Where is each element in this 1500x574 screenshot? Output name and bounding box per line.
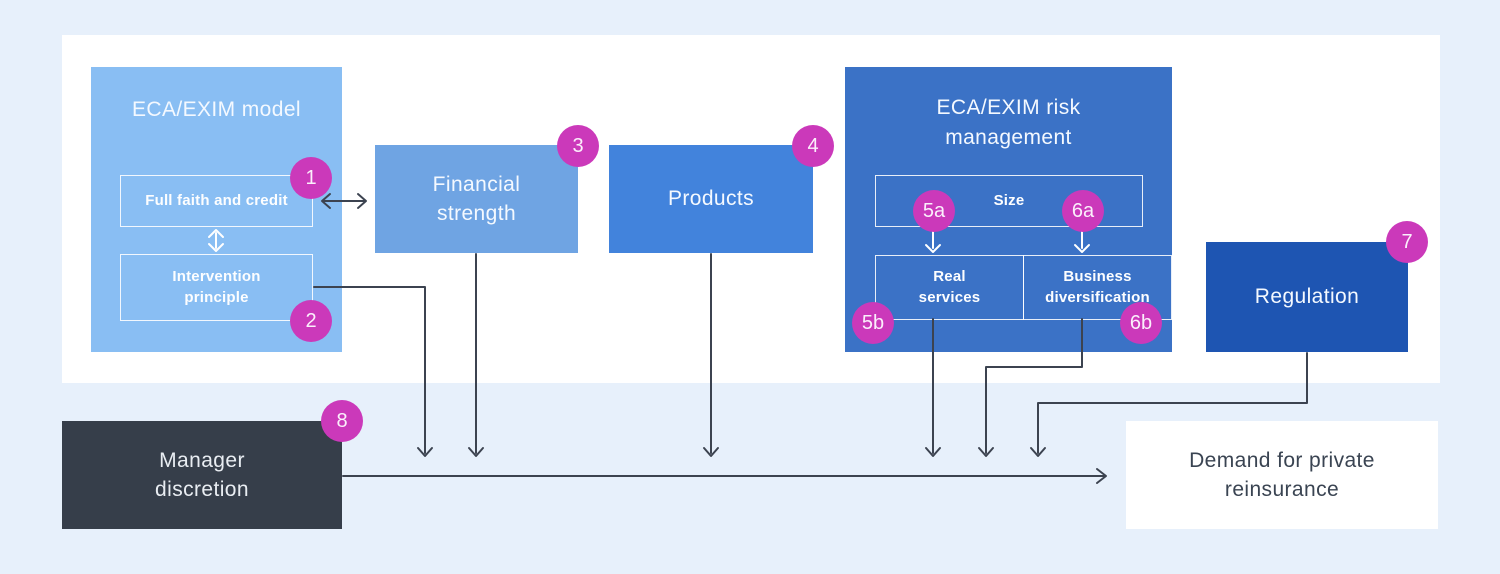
badge-8: 8: [321, 400, 363, 442]
arrow-real-services-down-head: [925, 447, 941, 457]
financial-strength-label: Financial strength: [432, 172, 521, 225]
arrow-products-down-head: [703, 447, 719, 457]
demand-private-reinsurance-label: Demand for private reinsurance: [1189, 448, 1375, 501]
badge-6b: 6b: [1120, 302, 1162, 344]
size-box: Size: [875, 175, 1143, 227]
full-faith-and-credit-box: Full faith and credit: [120, 175, 313, 227]
badge-3: 3: [557, 125, 599, 167]
arrow-manager-demand-head: [1096, 468, 1107, 484]
badge-5b: 5b: [852, 302, 894, 344]
arrow-business-div-down-head: [978, 447, 994, 457]
arrow-financial-down-head: [468, 447, 484, 457]
eca-exim-model-title: ECA/EXIM model: [132, 98, 301, 121]
badge-1: 1: [290, 157, 332, 199]
manager-discretion-label: Manager discretion: [155, 448, 249, 501]
real-services-box: Real services: [875, 255, 1024, 320]
badge-7: 7: [1386, 221, 1428, 263]
intervention-principle-box: Intervention principle: [120, 254, 313, 321]
real-services-label: Real services: [918, 268, 981, 306]
badge-5a: 5a: [913, 190, 955, 232]
regulation-label: Regulation: [1254, 285, 1360, 309]
business-diversification-box: Business diversification: [1023, 255, 1172, 320]
financial-strength-box: Financial strength: [375, 145, 578, 253]
regulation-box: Regulation: [1206, 242, 1408, 352]
demand-private-reinsurance-box: Demand for private reinsurance: [1126, 421, 1438, 529]
products-box: Products: [609, 145, 813, 253]
business-diversification-label: Business diversification: [1045, 268, 1150, 306]
badge-2: 2: [290, 300, 332, 342]
manager-discretion-box: Manager discretion: [62, 421, 342, 529]
badge-6a: 6a: [1062, 190, 1104, 232]
products-label: Products: [667, 187, 755, 211]
arrow-intervention-down-head: [417, 447, 433, 457]
size-label: Size: [993, 191, 1025, 209]
badge-4: 4: [792, 125, 834, 167]
arrow-regulation-down-head: [1030, 447, 1046, 457]
eca-exim-risk-management-box: ECA/EXIM risk management Size Real servi…: [845, 67, 1172, 352]
full-faith-and-credit-label: Full faith and credit: [145, 191, 288, 209]
eca-exim-risk-management-title: ECA/EXIM risk management: [936, 96, 1081, 150]
intervention-principle-label: Intervention principle: [172, 268, 261, 306]
